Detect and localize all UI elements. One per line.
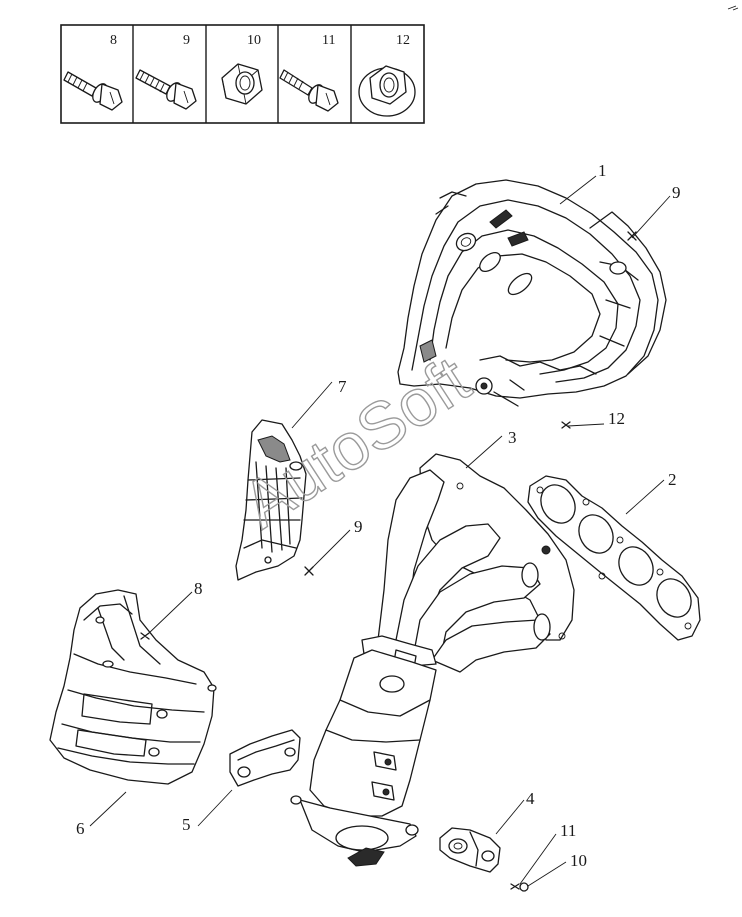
callout-5: 5 (182, 815, 191, 834)
hex-nut-icon (221, 63, 263, 105)
callout-6: 6 (76, 819, 85, 838)
flange-bolt-icon (63, 71, 123, 111)
fastener-cell-number: 10 (247, 33, 261, 48)
flange-bolt-icon (279, 69, 339, 112)
callout-9: 9 (354, 517, 363, 536)
manifold-heat-shield (397, 179, 667, 407)
callout-4: 4 (526, 789, 535, 808)
fastener-cell-number: 12 (396, 33, 410, 48)
leader-lines (89, 175, 671, 887)
converter-heat-shield (49, 589, 217, 785)
callout-7: 7 (338, 377, 347, 396)
callout-10: 10 (570, 851, 587, 870)
converter-bracket (229, 729, 301, 787)
flange-nut-icon (358, 65, 416, 117)
manifold-gasket (527, 475, 701, 641)
fastener-cell-number: 8 (110, 33, 117, 48)
fastener-cell-number: 11 (322, 33, 335, 48)
callout-9: 9 (672, 183, 681, 202)
callout-2: 2 (668, 470, 677, 489)
callout-12: 12 (608, 409, 625, 428)
callout-labels: 1 9 7 3 12 2 9 8 6 5 4 11 10 (76, 161, 681, 870)
callout-3: 3 (508, 428, 517, 447)
fastener-cell-number: 9 (183, 33, 190, 48)
callout-11: 11 (560, 821, 576, 840)
flange-bolt-icon (135, 69, 197, 110)
upper-heat-shield (235, 419, 307, 581)
fastener-markers (140, 231, 637, 892)
fastener-table: 8 9 10 11 12 (60, 24, 425, 124)
exhaust-manifold-catalytic-converter (290, 453, 575, 867)
support-bracket (439, 827, 501, 873)
callout-1: 1 (598, 161, 607, 180)
corner-mark (727, 5, 739, 11)
callout-8: 8 (194, 579, 203, 598)
